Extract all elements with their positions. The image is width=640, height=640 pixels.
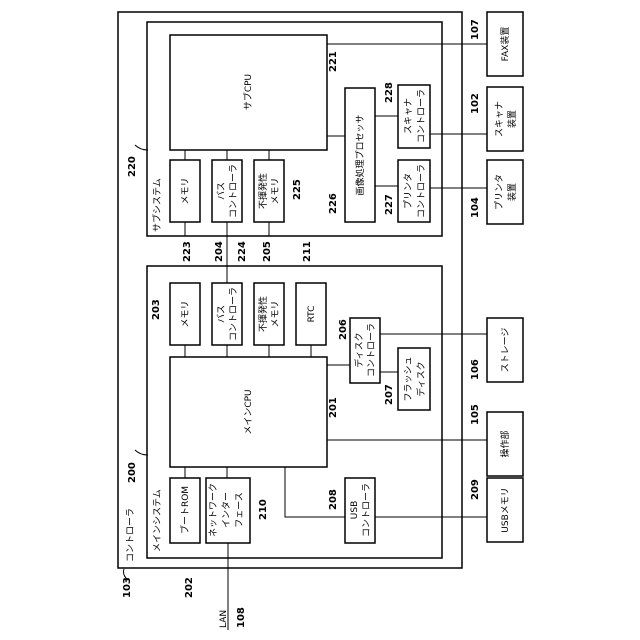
subsystem-label: サブシステム [151, 178, 163, 232]
lan-ref: 108 [236, 607, 247, 628]
scanner-device-ref: 102 [470, 93, 481, 114]
disk-ctrl-line1: ディスク [353, 332, 365, 367]
controller-label: コントローラ [125, 508, 136, 562]
sub-cpu-ref: 221 [328, 51, 339, 72]
sub-nv-line1: 不揮発性 [257, 173, 269, 209]
scanner-device-line2: 装置 [506, 110, 518, 128]
netif-ref: 210 [258, 499, 269, 520]
lan-label: LAN [219, 610, 229, 628]
storage-ref: 106 [470, 359, 481, 380]
main-bus-line2: コントローラ [228, 287, 239, 341]
main-bus-line1: バス [216, 305, 227, 323]
boot-rom-label: ブートROM [179, 486, 191, 534]
printer-device-line2: 装置 [506, 183, 518, 201]
main-nv-ref: 205 [262, 241, 273, 262]
fax-device-label: FAX装置 [499, 27, 511, 62]
scanner-ctrl-ref: 228 [384, 82, 395, 103]
sub-memory-ref: 223 [182, 241, 193, 262]
usb-ctrl-line2: コントローラ [361, 483, 372, 537]
netif-line3: フェース [235, 492, 245, 528]
subsystem-ref: 220 [127, 156, 138, 177]
disk-ctrl-ref: 206 [338, 319, 349, 340]
sub-cpu-label: サブCPU [242, 74, 254, 110]
sub-bus-ref: 224 [237, 241, 248, 262]
netif-line1: ネットワーク [208, 483, 219, 537]
boot-rom-ref: 202 [184, 577, 195, 598]
printer-ctrl-line2: コントローラ [416, 164, 427, 218]
image-processor-ref: 226 [328, 193, 339, 214]
mainsystem-ref: 200 [127, 462, 138, 483]
main-bus-ref: 204 [214, 241, 225, 262]
printer-device-line1: プリンタ [494, 174, 505, 210]
sub-memory-label: メモリ [181, 177, 191, 204]
printer-ctrl-line1: プリンタ [403, 173, 414, 209]
usb-memory-label: USBメモリ [501, 487, 511, 532]
main-nv-line1: 不揮発性 [257, 296, 269, 332]
operation-unit-label: 操作部 [499, 430, 511, 457]
operation-unit-ref: 105 [470, 404, 481, 425]
main-cpu-label: メインCPU [244, 389, 254, 434]
image-processor-label: 画像処理プロセッサ [354, 114, 366, 195]
usb-ctrl-line1: USB [350, 501, 360, 519]
scanner-ctrl-line1: スキャナ [403, 98, 414, 134]
mainsystem-label: メインシステム [152, 489, 163, 552]
main-cpu-ref: 201 [328, 397, 339, 418]
usb-ctrl-ref: 208 [328, 489, 339, 510]
scanner-device-line1: スキャナ [494, 101, 505, 137]
main-nv-line2: メモリ [271, 300, 281, 327]
sub-nv-ref: 225 [292, 179, 303, 200]
main-memory-ref: 203 [151, 299, 162, 320]
sub-bus-line1: バス [216, 182, 227, 200]
disk-ctrl-line2: コントローラ [366, 323, 377, 377]
sub-nv-line2: メモリ [271, 177, 281, 204]
flash-line2: ディスク [415, 361, 427, 396]
scanner-ctrl-line2: コントローラ [416, 89, 427, 143]
rtc-ref: 211 [302, 241, 313, 262]
printer-ctrl-ref: 227 [384, 194, 395, 215]
flash-line1: フラッシュ [403, 356, 414, 401]
rtc-label: RTC [307, 306, 317, 323]
fax-device-ref: 107 [470, 19, 481, 40]
storage-label: ストレージ [501, 328, 511, 373]
netif-line2: インター [221, 492, 232, 528]
main-memory-label: メモリ [181, 300, 191, 327]
flash-ref: 207 [384, 384, 395, 405]
usb-memory-ref: 209 [470, 479, 481, 500]
printer-device-ref: 104 [470, 197, 481, 218]
sub-bus-line2: コントローラ [228, 164, 239, 218]
